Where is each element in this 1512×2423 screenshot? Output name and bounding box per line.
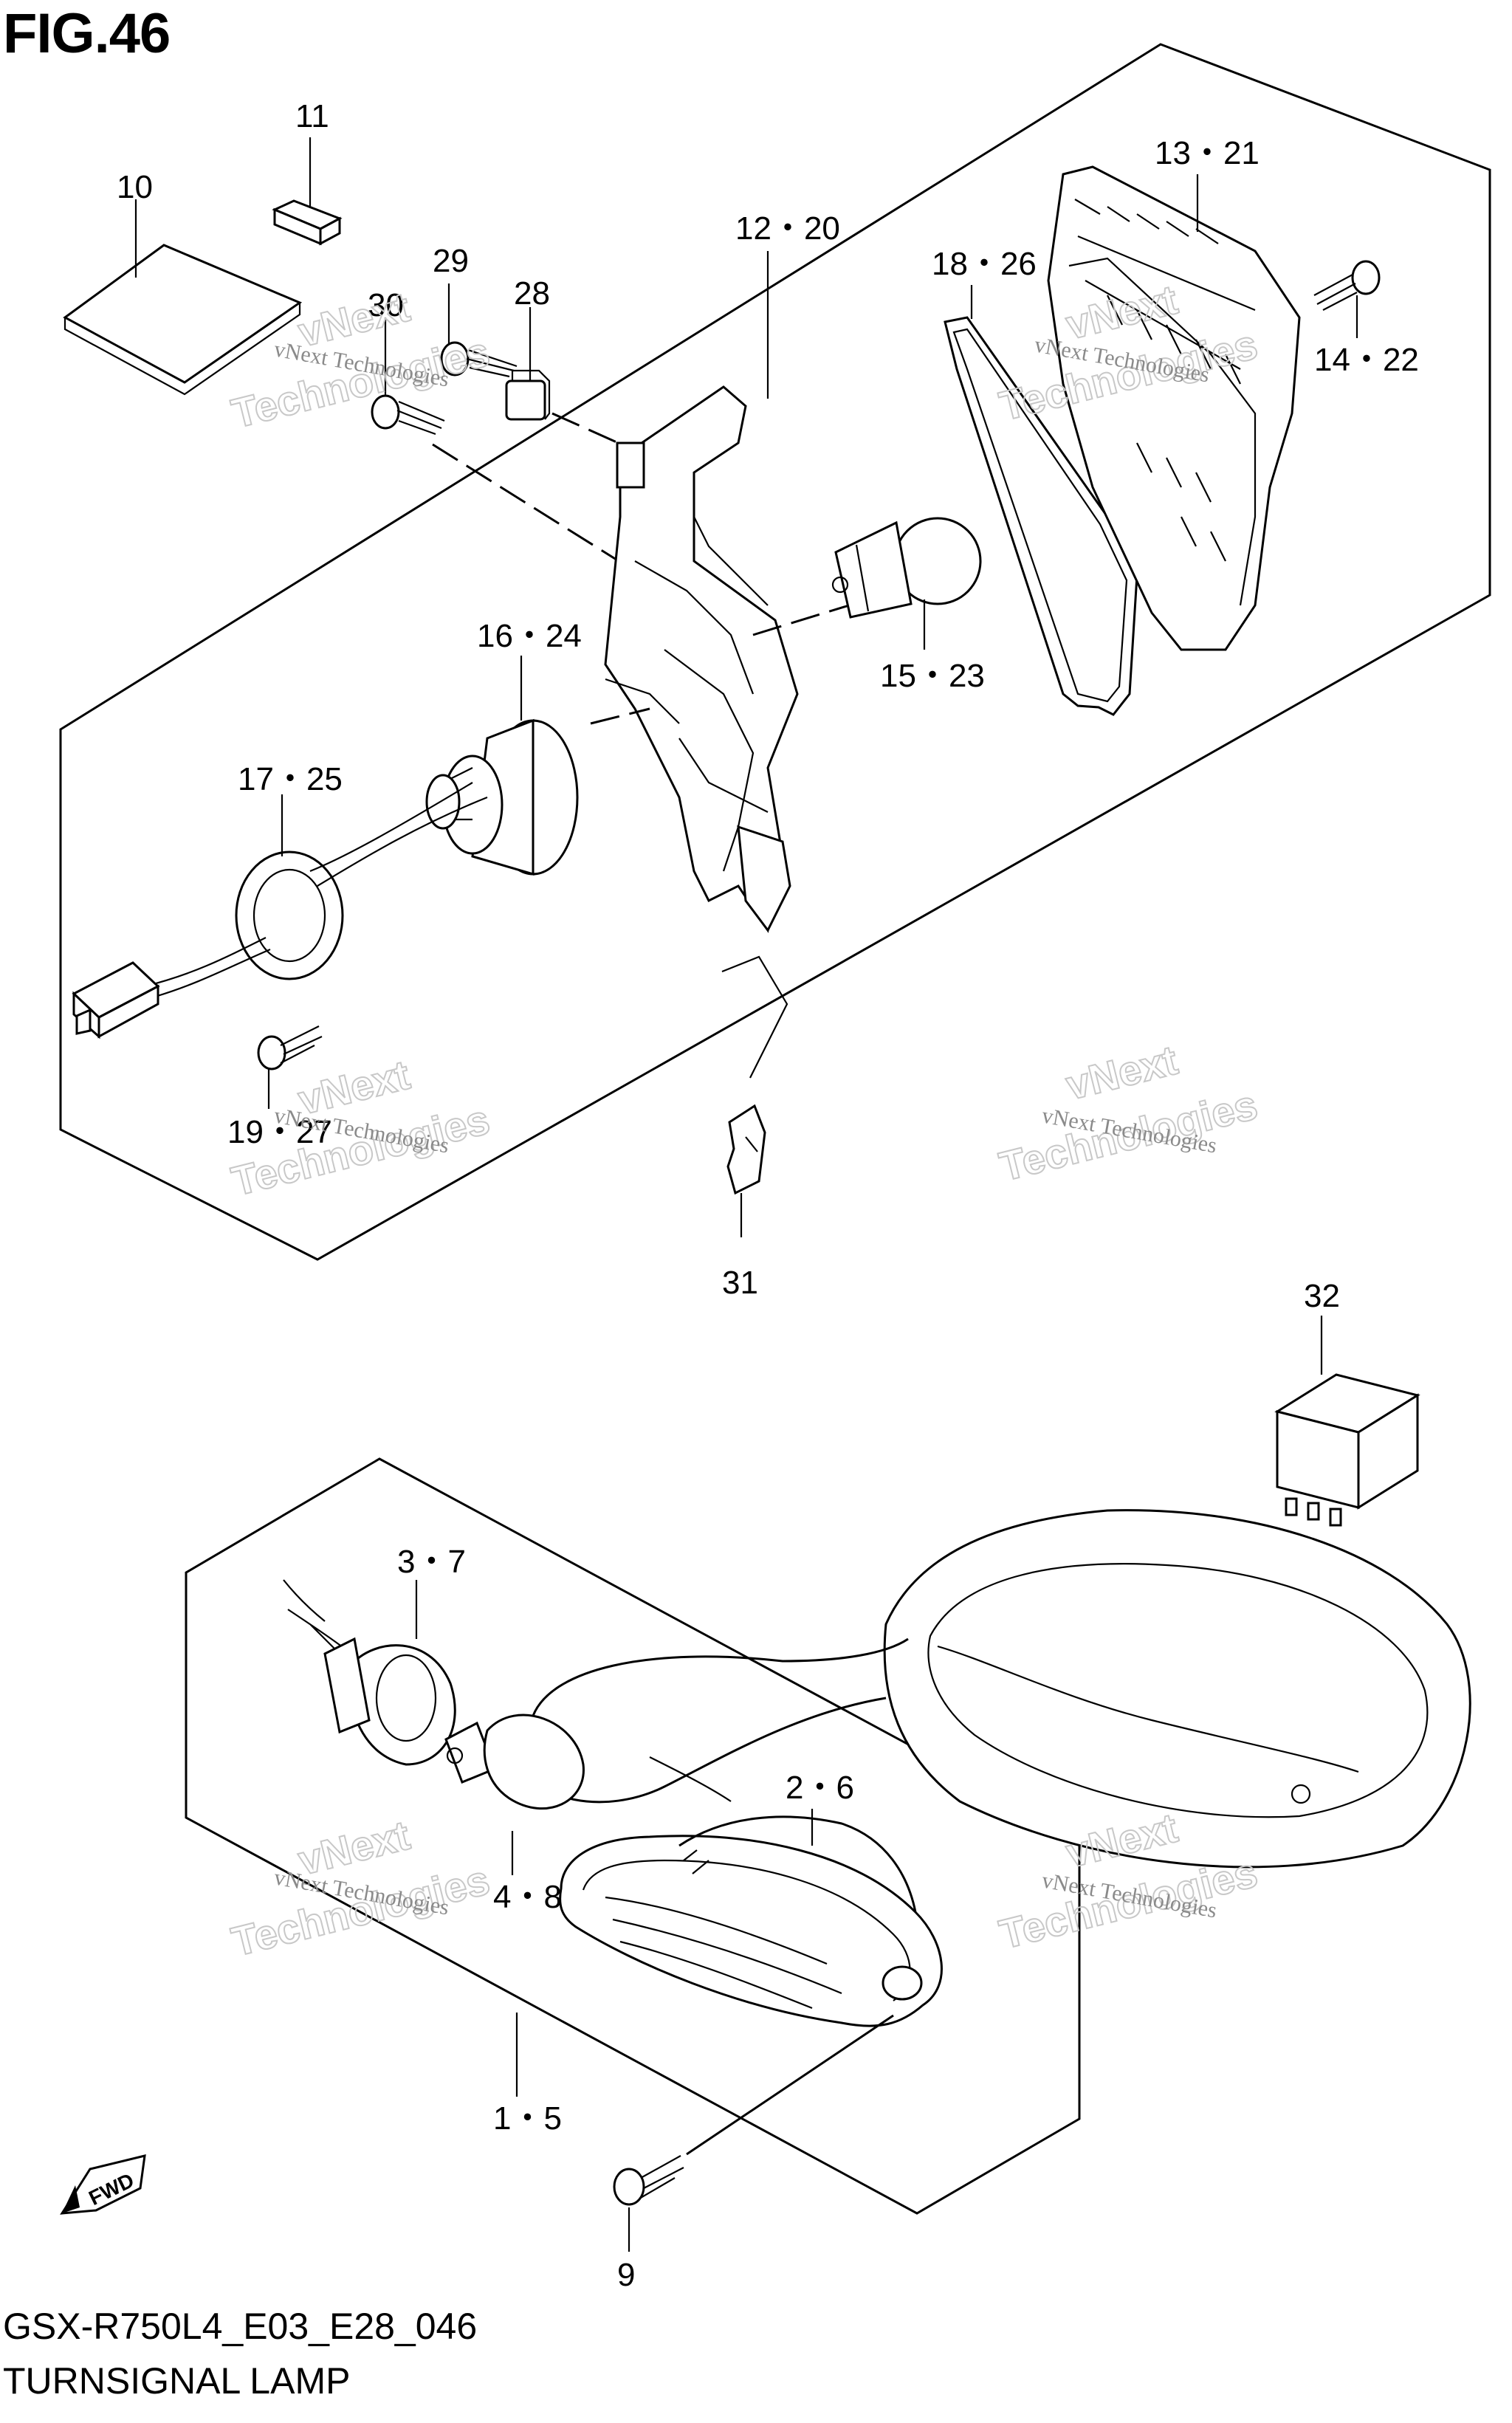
label-part-2-6: 2・6 <box>786 1770 854 1806</box>
label-part-17-25: 17・25 <box>238 761 343 797</box>
part-12-housing-bracket <box>604 385 799 933</box>
svg-text:Technologies: Technologies <box>227 1856 494 1965</box>
part-29-screw <box>440 341 518 378</box>
part-11-block <box>272 199 343 246</box>
watermark-mid-right: vNext Technologies vNext Technologies <box>994 1036 1262 1191</box>
label-part-11: 11 <box>295 98 329 134</box>
part-13-lens <box>1047 165 1301 651</box>
label-part-18-26: 18・26 <box>932 246 1037 282</box>
label-part-32: 32 <box>1304 1278 1340 1314</box>
label-part-14-22: 14・22 <box>1314 342 1419 378</box>
part-30-screw <box>371 394 445 436</box>
label-part-31: 31 <box>722 1265 758 1301</box>
svg-text:Technologies: Technologies <box>227 1096 494 1204</box>
part-19-screw <box>257 1025 323 1070</box>
svg-text:Technologies: Technologies <box>227 328 494 436</box>
lower-assembly-frame <box>185 1457 1081 2215</box>
label-part-13-21: 13・21 <box>1155 135 1260 171</box>
model-code: GSX-R750L4_E03_E28_046 <box>3 2306 478 2347</box>
part-28-clip-nut <box>505 369 551 421</box>
part-3-socket <box>283 1579 456 1766</box>
part-18-gasket <box>944 316 1138 716</box>
screw-9-line <box>686 2014 894 2156</box>
label-part-30: 30 <box>368 287 404 323</box>
label-part-12-20: 12・20 <box>735 210 840 247</box>
figure-title: FIG.46 <box>3 2 171 65</box>
label-part-19-27: 19・27 <box>227 1114 332 1150</box>
part-17-grommet-harness <box>72 782 488 1039</box>
svg-text:vNext: vNext <box>1062 1037 1182 1109</box>
part-15-bulb <box>831 517 982 619</box>
part-14-screw <box>1313 260 1381 311</box>
watermark-bottom-left: vNext Technologies vNext Technologies <box>227 1811 495 1966</box>
label-part-3-7: 3・7 <box>397 1544 466 1580</box>
label-part-15-23: 15・23 <box>880 658 985 694</box>
dash-line-socket <box>590 707 650 725</box>
label-part-9: 9 <box>617 2257 635 2293</box>
upper-assembly-frame <box>59 43 1491 1261</box>
label-part-10: 10 <box>117 169 153 205</box>
label-part-4-8: 4・8 <box>493 1879 562 1915</box>
part-31-clip <box>721 955 788 1195</box>
part-2-lens <box>559 1815 943 2027</box>
fwd-direction-badge: FWD <box>60 2154 146 2215</box>
part-16-socket <box>425 718 579 876</box>
part-32-relay <box>1274 1373 1420 1527</box>
label-part-1-5: 1・5 <box>493 2100 562 2137</box>
part-4-bulb <box>444 1714 585 1810</box>
dash-line-screw-30 <box>432 443 643 577</box>
part-9-screw <box>613 2155 684 2206</box>
dash-line-clip-28 <box>551 412 636 452</box>
section-name: TURNSIGNAL LAMP <box>3 2360 351 2402</box>
dash-line-bulb <box>752 604 850 636</box>
part-10-sheet <box>63 244 303 396</box>
label-part-16-24: 16・24 <box>477 618 582 654</box>
label-part-28: 28 <box>514 275 550 312</box>
label-part-29: 29 <box>433 243 469 279</box>
part-1-mirror-housing <box>515 1509 1471 1869</box>
